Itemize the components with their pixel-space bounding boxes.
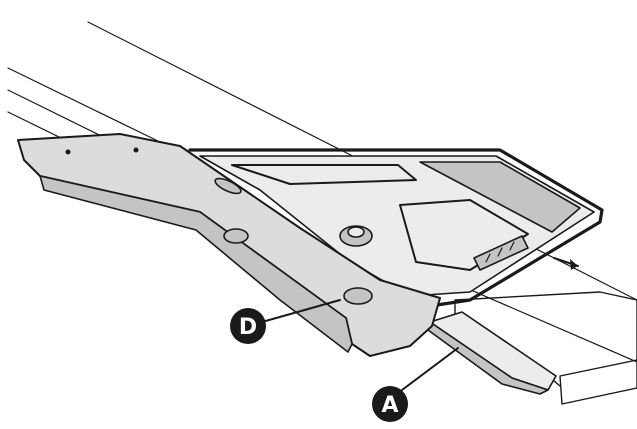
callout-a-label: A bbox=[381, 393, 398, 418]
scale-marking bbox=[473, 235, 529, 271]
arm-peg-d bbox=[343, 287, 373, 305]
frame-shaded-panel bbox=[419, 161, 581, 233]
arm-slot bbox=[214, 177, 242, 195]
frame-window-1 bbox=[231, 164, 417, 185]
arrow-head bbox=[570, 259, 578, 270]
callout-a: A bbox=[372, 347, 459, 422]
frame-outer-border bbox=[188, 148, 604, 308]
adjust-knob-top bbox=[347, 226, 365, 238]
callout-a-badge bbox=[372, 386, 408, 422]
callout-a-leader bbox=[401, 347, 459, 391]
scale-tick-3 bbox=[509, 241, 515, 251]
scale-tick-1 bbox=[485, 253, 491, 263]
arm-hole-2 bbox=[133, 147, 139, 153]
direction-arrow-icon bbox=[553, 257, 579, 270]
scale-tick-2 bbox=[497, 247, 503, 257]
callout-d: D bbox=[230, 299, 341, 344]
guide-arm bbox=[17, 133, 441, 357]
arm-peg-left bbox=[223, 228, 249, 244]
callout-d-badge bbox=[230, 308, 266, 344]
guide-frame bbox=[188, 148, 604, 308]
callout-d-label: D bbox=[239, 315, 257, 340]
board-side bbox=[559, 359, 637, 405]
callout-d-leader bbox=[261, 299, 341, 323]
rail-line-left-1 bbox=[7, 67, 161, 143]
arm-hole-1 bbox=[65, 149, 71, 155]
